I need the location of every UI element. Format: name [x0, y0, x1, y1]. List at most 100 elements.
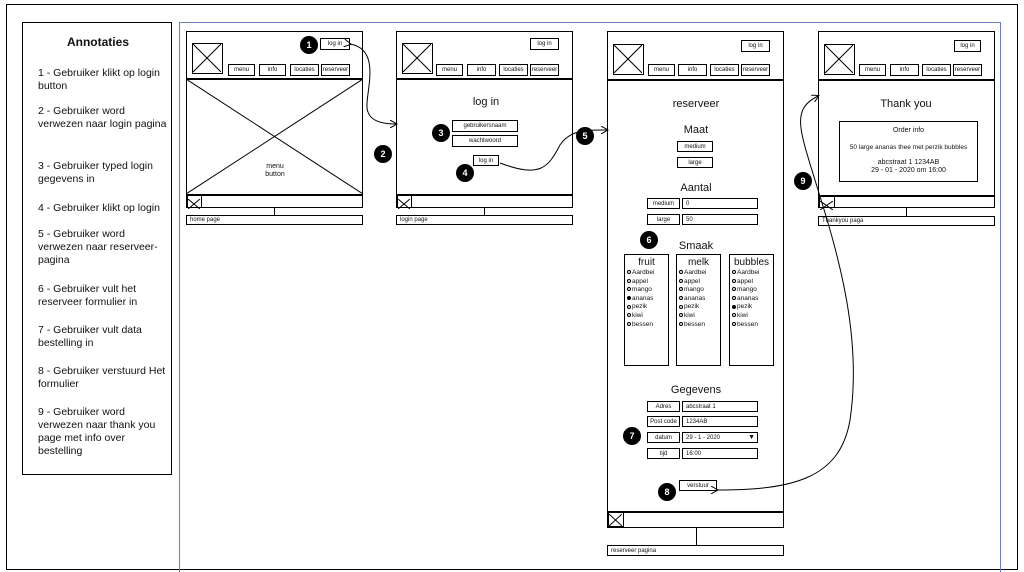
login-nav-info[interactable]: info — [467, 64, 496, 76]
radio-icon[interactable] — [627, 278, 631, 283]
password-input[interactable]: wachtwoord — [452, 135, 518, 147]
radio-icon[interactable] — [732, 321, 736, 326]
datum-select[interactable]: 29 - 1 - 2020 ▼ — [682, 432, 758, 443]
radio-icon[interactable] — [627, 270, 631, 275]
smaak-option[interactable]: kiwi — [732, 312, 773, 321]
smaak-option[interactable]: Aardbei — [732, 269, 773, 278]
username-input[interactable]: gebruikersnaam — [452, 120, 518, 132]
smaak-option[interactable]: pezik — [679, 303, 720, 312]
smaak-option[interactable]: bessen — [627, 321, 668, 330]
thankyou-nav-locaties[interactable]: locaties — [922, 64, 951, 76]
smaak-option[interactable]: appel — [732, 278, 773, 287]
home-nav-locaties[interactable]: locaties — [290, 64, 319, 76]
smaak-option[interactable]: Aardbei — [627, 269, 668, 278]
thankyou-caption-connector — [906, 208, 907, 216]
radio-icon[interactable] — [679, 278, 683, 283]
radio-icon[interactable] — [732, 296, 736, 301]
thankyou-nav-info[interactable]: info — [890, 64, 919, 76]
radio-icon[interactable] — [732, 278, 736, 283]
dropdown-arrow-icon: ▼ — [748, 434, 755, 441]
smaak-option[interactable]: mango — [732, 286, 773, 295]
annotation-4: 4 - Gebruiker klikt op login — [38, 202, 160, 214]
step-badge-8: 8 — [658, 483, 676, 501]
login-caption-connector — [484, 208, 485, 215]
smaak-option[interactable]: kiwi — [627, 312, 668, 321]
smaak-option[interactable]: bessen — [732, 321, 773, 330]
smaak-option[interactable]: kiwi — [679, 312, 720, 321]
radio-icon[interactable] — [679, 296, 683, 301]
home-nav-info[interactable]: info — [259, 64, 286, 76]
image-placeholder-icon — [819, 200, 834, 211]
aantal-medium-input[interactable]: 0 — [682, 198, 758, 209]
smaak-option-label: Aardbei — [632, 269, 655, 276]
login-nav-locaties[interactable]: locaties — [499, 64, 528, 76]
smaak-option-label: bessen — [632, 320, 653, 328]
thankyou-header-divider — [818, 79, 995, 81]
radio-icon[interactable] — [627, 321, 631, 326]
home-nav-menu[interactable]: menu — [228, 64, 255, 76]
radio-icon[interactable] — [732, 313, 736, 318]
smaak-option-label: appel — [684, 277, 700, 285]
radio-icon[interactable] — [732, 304, 736, 309]
annotation-5: 5 - Gebruiker word verwezen naar reserve… — [38, 228, 158, 266]
image-placeholder-icon — [824, 44, 854, 74]
thankyou-nav-menu[interactable]: menu — [859, 64, 886, 76]
reserveer-nav-menu[interactable]: menu — [648, 64, 675, 76]
smaak-option[interactable]: pezik — [732, 303, 773, 312]
step-badge-5: 5 — [576, 127, 594, 145]
radio-icon[interactable] — [732, 287, 736, 292]
home-logo-placeholder — [192, 43, 223, 74]
smaak-option-label: ananas — [632, 294, 654, 302]
smaak-option[interactable]: mango — [679, 286, 720, 295]
home-login-button[interactable]: log in — [320, 38, 350, 50]
verstuur-button[interactable]: verstuur — [679, 480, 717, 491]
adres-input[interactable]: abcstraat 1 — [682, 401, 758, 412]
radio-icon[interactable] — [679, 313, 683, 318]
radio-icon[interactable] — [679, 304, 683, 309]
home-nav-reserveer[interactable]: reserveer — [321, 64, 350, 76]
radio-icon[interactable] — [679, 321, 683, 326]
aantal-large-input[interactable]: 50 — [682, 214, 758, 225]
thankyou-login-button[interactable]: log in — [954, 40, 981, 52]
radio-icon[interactable] — [679, 270, 683, 275]
annotations-panel: Annotaties 1 - Gebruiker klikt op login … — [22, 22, 172, 475]
reserveer-login-button[interactable]: log in — [741, 40, 770, 52]
smaak-option[interactable]: Aardbei — [679, 269, 720, 278]
login-nav-menu[interactable]: menu — [436, 64, 463, 76]
home-footer-divider — [186, 194, 363, 196]
login-nav-reserveer[interactable]: reserveer — [530, 64, 559, 76]
smaak-option[interactable]: appel — [627, 278, 668, 287]
postcode-input[interactable]: 1234AB — [682, 416, 758, 427]
maat-option-large[interactable]: large — [677, 157, 713, 168]
step-badge-3: 3 — [432, 124, 450, 142]
radio-icon[interactable] — [679, 287, 683, 292]
tijd-input[interactable]: 16:00 — [682, 448, 758, 459]
reserveer-logo-placeholder — [613, 44, 644, 75]
step-badge-2: 2 — [374, 145, 392, 163]
radio-icon[interactable] — [627, 304, 631, 309]
radio-icon[interactable] — [627, 287, 631, 292]
smaak-option[interactable]: ananas — [732, 295, 773, 304]
smaak-option[interactable]: mango — [627, 286, 668, 295]
thankyou-nav-reserveer[interactable]: reserveer — [953, 64, 982, 76]
reserveer-nav-locaties[interactable]: locaties — [710, 64, 739, 76]
smaak-option[interactable]: ananas — [627, 295, 668, 304]
order-info-box: Order info 50 large ananas thee met perz… — [839, 121, 978, 182]
radio-icon[interactable] — [627, 296, 631, 301]
home-hero-placeholder[interactable] — [185, 78, 364, 195]
reserveer-nav-info[interactable]: info — [678, 64, 707, 76]
radio-icon[interactable] — [732, 270, 736, 275]
smaak-option[interactable]: pezik — [627, 303, 668, 312]
login-submit-button[interactable]: log in — [473, 155, 499, 166]
smaak-option[interactable]: appel — [679, 278, 720, 287]
step-badge-9: 9 — [794, 172, 812, 190]
maat-option-medium[interactable]: medium — [677, 141, 713, 152]
smaak-option[interactable]: bessen — [679, 321, 720, 330]
login-login-button[interactable]: log in — [530, 38, 559, 50]
order-date: 29 - 01 - 2020 om 16:00 — [871, 167, 946, 174]
reserveer-nav-reserveer[interactable]: reserveer — [741, 64, 770, 76]
smaak-option[interactable]: ananas — [679, 295, 720, 304]
datum-value: 29 - 1 - 2020 — [686, 434, 721, 441]
radio-icon[interactable] — [627, 313, 631, 318]
home-hero-label-2: button — [265, 171, 285, 178]
